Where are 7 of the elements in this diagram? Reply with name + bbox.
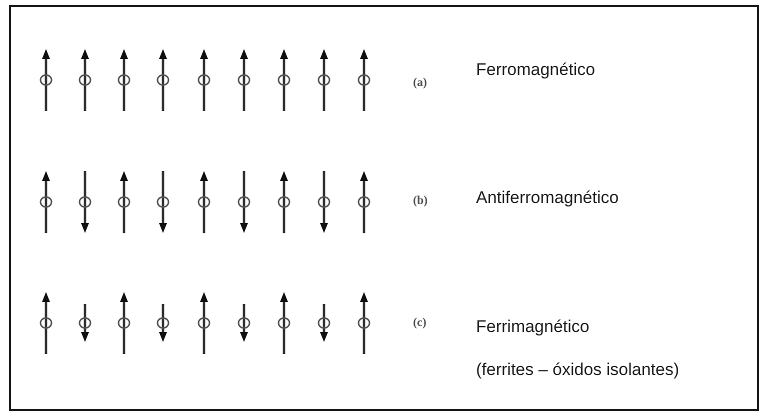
magnetism-type-label: Ferrimagnético (476, 317, 590, 337)
panel-letter: (b) (413, 193, 428, 208)
magnetism-type-label: Antiferromagnético (476, 188, 619, 208)
note-text: (ferrites – óxidos isolantes) (476, 360, 680, 380)
magnetism-type-label: Ferromagnético (476, 60, 596, 80)
panel-letter: (c) (413, 315, 426, 330)
panel-letter: (a) (413, 75, 427, 90)
